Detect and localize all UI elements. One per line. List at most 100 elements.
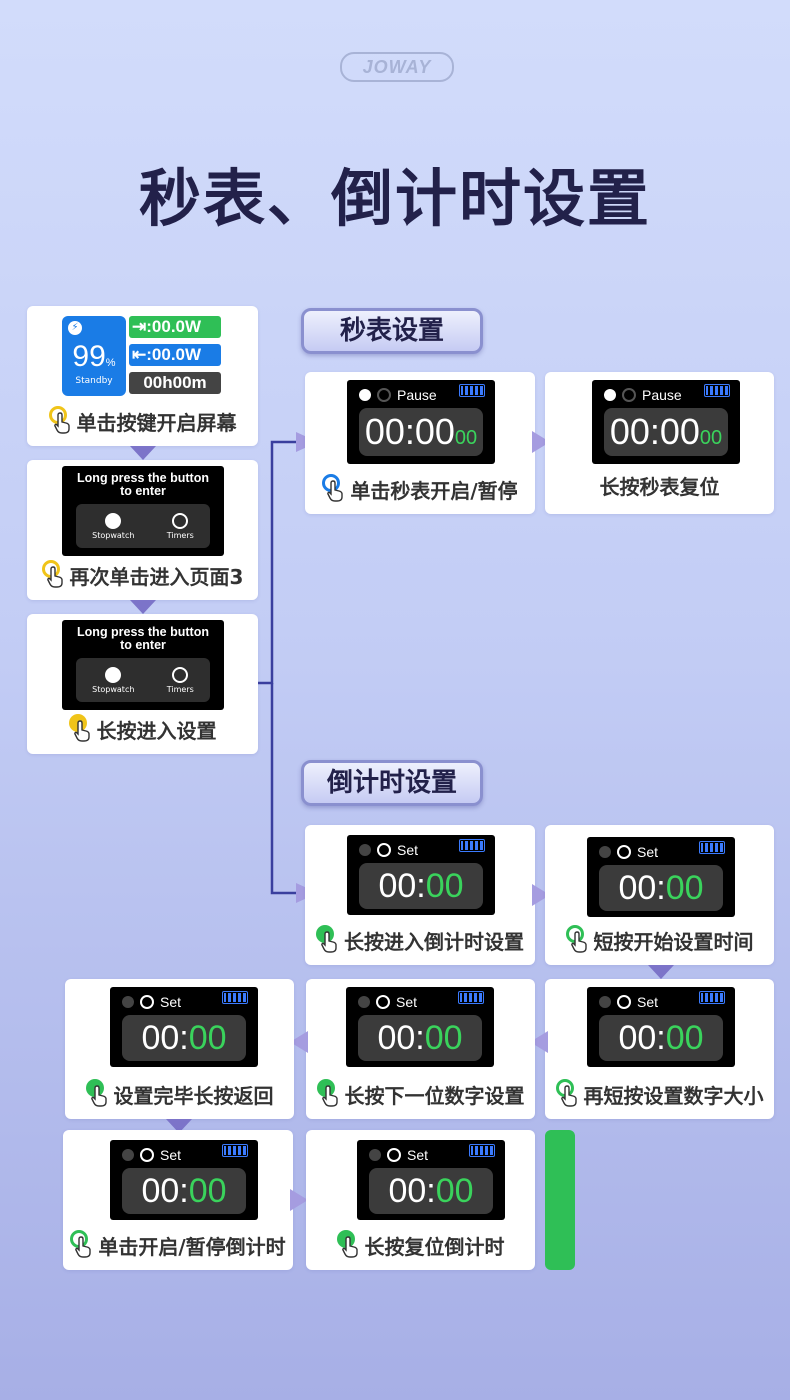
step-card-stopwatch-start: Pause 00:0000 单击秒表开启/暂停	[305, 372, 535, 514]
menu-line1: Long press the button	[77, 625, 209, 639]
standby-label: Standby	[75, 376, 113, 386]
screen-status: Pause	[642, 387, 682, 403]
timer-screen: Set 00:00	[587, 837, 735, 917]
step-label: 单击开启/暂停倒计时	[98, 1234, 286, 1259]
menu-item-stopwatch: Stopwatch	[92, 512, 135, 540]
timer-icon	[387, 1148, 401, 1162]
time-minutes: 00m	[172, 373, 207, 392]
stopwatch-icon	[105, 666, 122, 683]
stopwatch-icon	[604, 389, 616, 401]
section-timer-label: 倒计时设置	[301, 760, 483, 806]
stopwatch-icon	[599, 846, 611, 858]
battery-icon	[704, 384, 730, 397]
step-label: 再次单击进入页面3	[69, 564, 244, 589]
output-power-row: ⇤:00.0W	[129, 344, 221, 366]
screen-status: Set	[160, 1147, 182, 1163]
stopwatch-icon	[599, 996, 611, 1008]
step-caption: 设置完毕长按返回	[65, 1079, 294, 1109]
time-right: 00	[188, 1172, 227, 1210]
step-label: 再短按设置数字大小	[583, 1083, 764, 1108]
screen-status: Set	[396, 994, 418, 1010]
step-card-timer-finish: Set 00:00 设置完毕长按返回	[65, 979, 294, 1119]
arrow-down-icon	[166, 1119, 192, 1133]
step-card-timer-enter: Set 00:00 长按进入倒计时设置	[305, 825, 535, 965]
long-press-hand-icon	[68, 714, 95, 744]
timer-icon	[172, 666, 189, 683]
input-arrow-icon: ⇥	[132, 317, 147, 336]
tap-hand-icon	[48, 406, 75, 436]
stopwatch-icon	[122, 1149, 134, 1161]
menu-item-stopwatch: Stopwatch	[92, 666, 135, 694]
step-label: 长按进入设置	[96, 718, 217, 743]
timer-icon	[172, 512, 189, 529]
menu-item-label: Stopwatch	[92, 530, 135, 540]
step-caption: 再次单击进入页面3	[27, 560, 258, 590]
step-caption: 单击秒表开启/暂停	[305, 474, 535, 504]
battery-icon	[222, 991, 248, 1004]
step-card-timer-reset: Set 00:00 长按复位倒计时	[306, 1130, 535, 1270]
step-label: 设置完毕长按返回	[113, 1083, 274, 1108]
battery-icon	[469, 1144, 495, 1157]
timer-icon	[377, 843, 391, 857]
step-caption: 长按下一位数字设置	[306, 1079, 535, 1109]
timer-icon	[622, 388, 636, 402]
screen-status: Set	[637, 994, 659, 1010]
step-label: 长按秒表复位	[599, 475, 720, 499]
menu-line2: to enter	[120, 484, 166, 498]
stopwatch-icon	[359, 389, 371, 401]
battery-icon	[699, 841, 725, 854]
step-label: 单击按键开启屏幕	[76, 410, 237, 435]
step-caption: 单击按键开启屏幕	[27, 406, 258, 436]
screen-status: Set	[637, 844, 659, 860]
timer-screen: Set 00:00	[587, 987, 735, 1067]
time-left: 00:	[377, 1019, 425, 1057]
menu-item-timers: Timers	[167, 666, 194, 694]
time-main: 00:00	[609, 411, 700, 452]
arrow-down-icon	[130, 446, 156, 460]
time-left: 00:	[388, 1172, 436, 1210]
step-card-stopwatch-reset: Pause 00:0000 长按秒表复位	[545, 372, 774, 514]
battery-icon	[699, 991, 725, 1004]
timer-icon	[140, 995, 154, 1009]
battery-icon	[458, 991, 484, 1004]
battery-icon	[459, 384, 485, 397]
tap-hand-icon	[70, 1230, 96, 1260]
step-label: 单击秒表开启/暂停	[350, 478, 518, 503]
time-right: 00	[435, 1172, 474, 1210]
arrow-left-icon	[290, 1031, 308, 1053]
time-right: 00	[424, 1019, 463, 1057]
stopwatch-screen: Pause 00:0000	[347, 380, 495, 464]
step-label: 长按复位倒计时	[364, 1234, 505, 1259]
step-card-timer-next-digit: Set 00:00 长按下一位数字设置	[306, 979, 535, 1119]
step-caption: 单击开启/暂停倒计时	[63, 1230, 293, 1260]
stopwatch-icon	[122, 996, 134, 1008]
input-power-value: :00.0W	[146, 317, 202, 336]
time-main: 00:00	[364, 411, 455, 452]
timer-screen: Set 00:00	[347, 835, 495, 915]
timer-icon	[377, 388, 391, 402]
screen-status: Set	[397, 842, 419, 858]
arrow-right-icon	[290, 1189, 308, 1211]
arrow-down-icon	[648, 965, 674, 979]
timer-icon	[140, 1148, 154, 1162]
timer-icon	[617, 995, 631, 1009]
step-caption: 长按秒表复位	[545, 471, 774, 500]
step-caption: 长按进入设置	[27, 714, 258, 744]
long-press-hand-icon	[316, 1079, 343, 1109]
time-right: 00	[665, 869, 704, 907]
timer-screen: Set 00:00	[110, 1140, 258, 1220]
step-card-timer-start-pause: Set 00:00 单击开启/暂停倒计时	[63, 1130, 293, 1270]
home-battery-tile: ⚡ 99% Standby	[62, 316, 126, 396]
timer-screen: Set 00:00	[110, 987, 258, 1067]
time-left: 00:	[141, 1019, 189, 1057]
menu-item-timers: Timers	[167, 512, 194, 540]
step-caption: 再短按设置数字大小	[545, 1079, 774, 1109]
menu-item-label: Stopwatch	[92, 684, 135, 694]
stopwatch-icon	[358, 996, 370, 1008]
section-stopwatch-label: 秒表设置	[301, 308, 483, 354]
step-label: 短按开始设置时间	[593, 929, 754, 954]
